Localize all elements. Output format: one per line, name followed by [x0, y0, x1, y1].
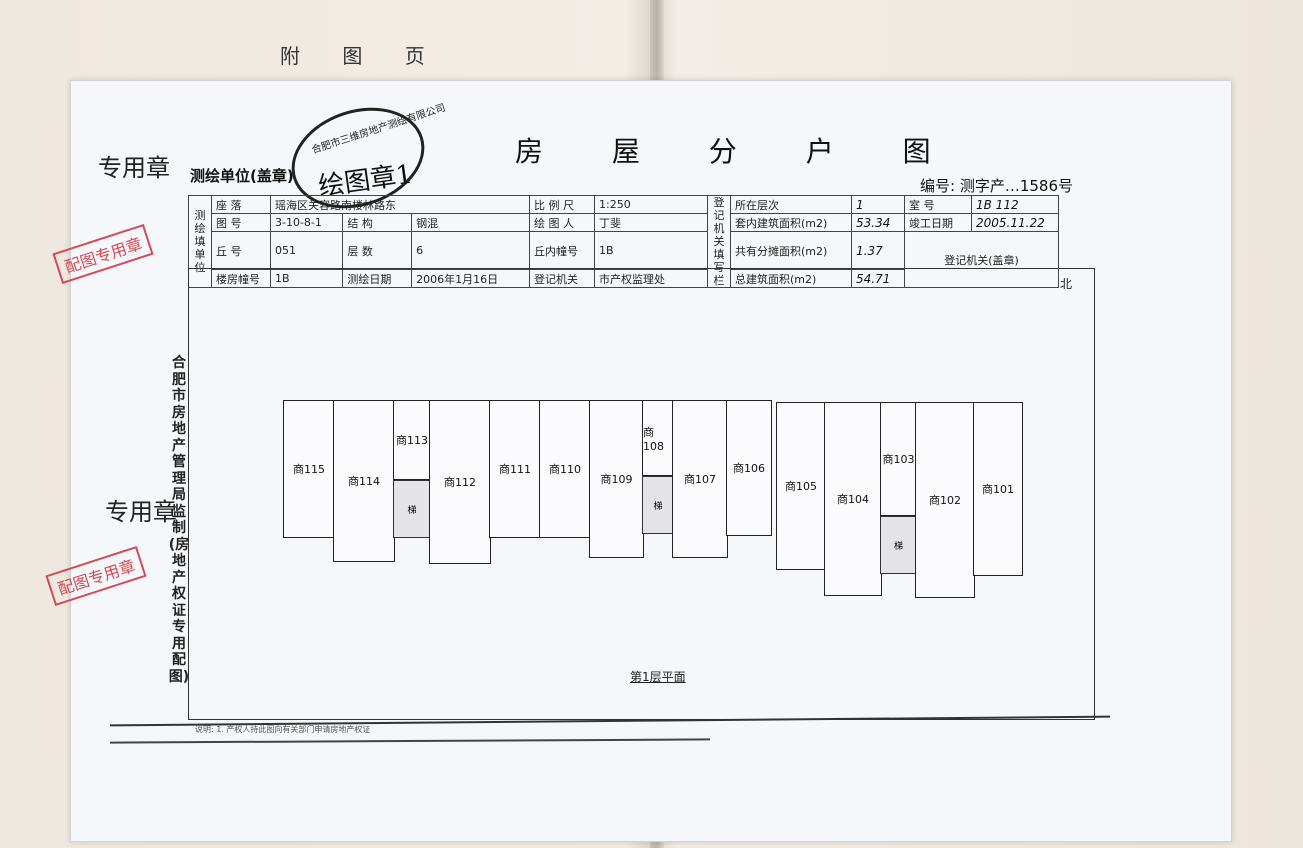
room-label: 商106: [733, 462, 765, 475]
room-r107: 商107: [672, 400, 728, 558]
stair-label: 梯: [407, 505, 417, 516]
table-cell: 楼房幢号: [211, 269, 271, 288]
floor-label: 第1层平面: [630, 670, 686, 684]
table-cell: 6: [411, 231, 530, 270]
room-label: 商102: [929, 494, 961, 507]
room-label: 商105: [785, 480, 817, 493]
table-cell: 套内建筑面积(m2): [730, 213, 852, 232]
document-title: 房 屋 分 户 图: [515, 135, 961, 168]
table-cell: 总建筑面积(m2): [730, 269, 852, 288]
room-label: 商103: [882, 453, 915, 466]
room-label: 商112: [444, 476, 476, 489]
table-cell: 丘 号: [211, 231, 271, 270]
serial-number: 编号: 测字产…1586号: [920, 177, 1073, 195]
room-r104: 商104: [824, 402, 882, 596]
table-row: 图 号 3-10-8-1 结 构 钢混 绘 图 人 丁斐 套内建筑面积(m2) …: [189, 213, 1059, 232]
table-cell: 共有分摊面积(m2): [730, 231, 852, 270]
table-row: 楼房幢号 1B 测绘日期 2006年1月16日 登记机关 市产权监理处 总建筑面…: [189, 269, 1059, 288]
table-cell: 2005.11.22: [971, 213, 1059, 232]
north-label: 北: [1060, 277, 1073, 291]
room-r113: 商113: [393, 400, 431, 480]
table-cell: 绘 图 人: [529, 213, 595, 232]
stair: 梯: [880, 516, 917, 574]
room-r101: 商101: [973, 402, 1023, 576]
table-cell: 竣工日期: [904, 213, 972, 232]
survey-unit-label: 测绘单位(盖章): [190, 167, 294, 185]
info-table: 测绘填单位 座 落 瑶海区关容路南楼林路东 比 例 尺 1:250 登记机关填写…: [188, 195, 1059, 288]
room-r110: 商110: [539, 400, 591, 538]
room-label: 商109: [600, 473, 633, 486]
room-label: 商115: [293, 463, 325, 476]
table-cell: 结 构: [342, 213, 413, 232]
table-cell: 丘内幢号: [529, 231, 595, 270]
table-cell: 瑶海区关容路南楼林路东: [270, 195, 530, 214]
table-cell: 051: [269, 231, 344, 270]
page-header: 附 图 页: [280, 44, 443, 68]
room-r115: 商115: [283, 400, 335, 538]
vertical-label: 合肥市房地产管理局监制(房地产权证专用配图): [168, 355, 190, 685]
room-label: 商113: [396, 434, 428, 447]
stair-label: 梯: [653, 501, 663, 512]
footnote: 说明: 1. 产权人持此图向有关部门申请房地产权证: [195, 725, 371, 734]
table-cell: 53.34: [851, 213, 905, 232]
table-cell: 1B: [269, 269, 344, 288]
table-cell: 2006年1月16日: [411, 269, 530, 288]
table-cell: 所在层次: [730, 195, 852, 214]
room-r106: 商106: [726, 400, 772, 536]
table-cell: 市产权监理处: [594, 269, 708, 288]
table-cell: 室 号: [904, 195, 972, 214]
room-label: 商101: [982, 483, 1014, 496]
table-cell: 钢混: [411, 213, 530, 232]
table-row: 丘 号 051 层 数 6 丘内幢号 1B 共有分摊面积(m2) 1.37 登记…: [189, 231, 1059, 288]
room-label: 商104: [837, 493, 869, 506]
room-label: 商111: [499, 463, 531, 476]
special-seal-bottom: 专用章: [105, 498, 177, 526]
table-cell: 1B 112: [971, 195, 1059, 214]
room-label: 商110: [549, 463, 581, 476]
table-cell: 登记机关(盖章): [904, 231, 1059, 288]
room-r109: 商109: [589, 400, 644, 558]
room-label: 商114: [348, 475, 380, 488]
room-r108: 商108: [642, 400, 674, 476]
table-cell: 1B: [594, 231, 708, 270]
table-cell: 1.37: [851, 231, 905, 270]
table-cell: 3-10-8-1: [269, 213, 344, 232]
table-cell: 层 数: [342, 231, 413, 270]
stair: 梯: [393, 480, 431, 538]
room-r114: 商114: [333, 400, 395, 562]
table-cell: 图 号: [211, 213, 271, 232]
table-cell: 1: [851, 195, 905, 214]
special-seal-top: 专用章: [98, 154, 170, 182]
room-r102: 商102: [915, 402, 975, 598]
table-cell: 比 例 尺: [529, 195, 595, 214]
room-r105: 商105: [776, 402, 826, 570]
stair: 梯: [642, 476, 674, 534]
table-cell: 测绘日期: [342, 269, 413, 288]
table-cell: 座 落: [211, 195, 271, 214]
register-group-label: 登记机关填写栏: [707, 195, 731, 288]
table-cell: 丁斐: [594, 213, 708, 232]
table-cell: 登记机关: [529, 269, 595, 288]
room-label: 商108: [643, 425, 664, 453]
table-cell: 54.71: [851, 269, 905, 288]
room-label: 商107: [684, 473, 716, 486]
room-r112: 商112: [429, 400, 491, 564]
stair-label: 梯: [893, 541, 903, 552]
room-r111: 商111: [489, 400, 541, 538]
table-cell: 1:250: [594, 195, 708, 214]
room-r103: 商103: [880, 402, 917, 516]
table-row: 测绘填单位 座 落 瑶海区关容路南楼林路东 比 例 尺 1:250 登记机关填写…: [188, 195, 1059, 288]
survey-group-label: 测绘填单位: [188, 195, 212, 288]
